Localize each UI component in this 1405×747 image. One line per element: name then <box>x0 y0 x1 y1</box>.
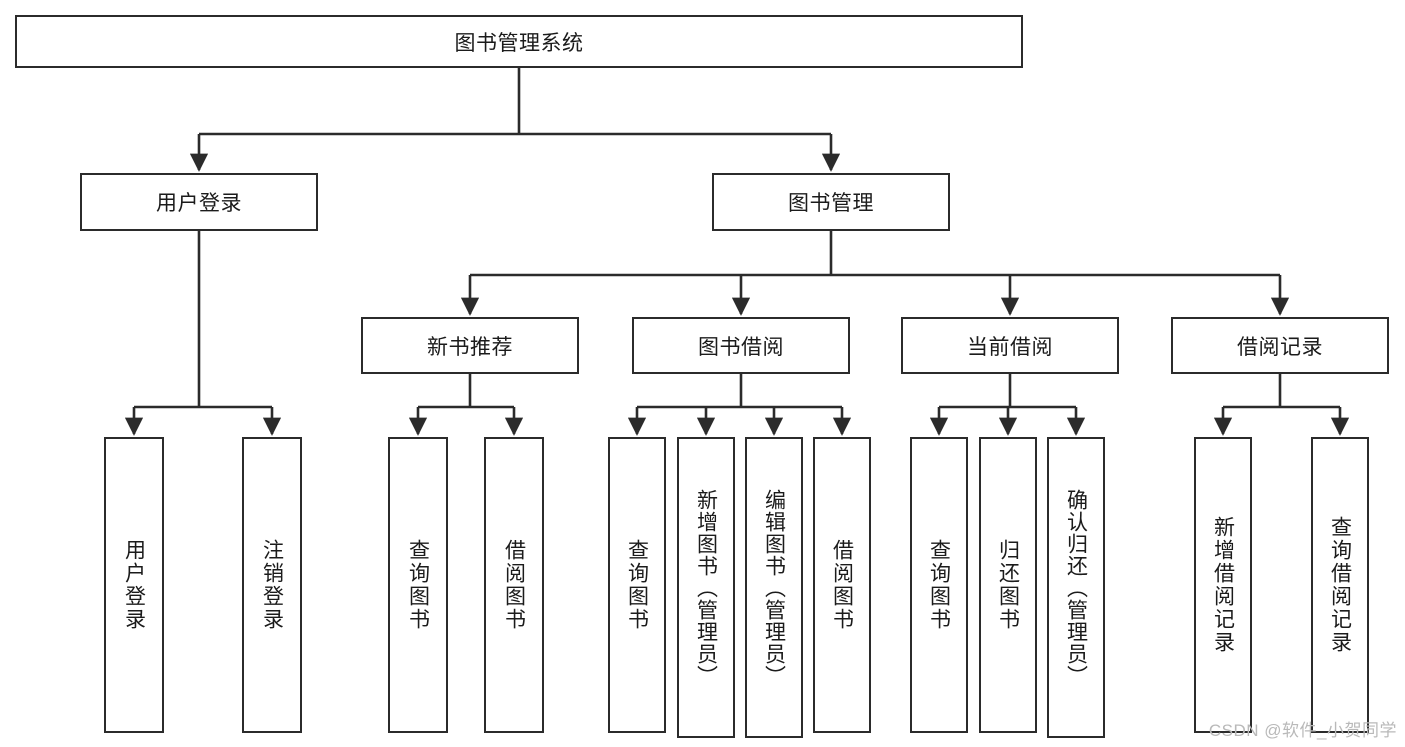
node-book-borrow[interactable]: 图书借阅 <box>632 317 850 374</box>
node-label: 借阅图书 <box>502 539 526 631</box>
node-label: 新增图书（管理员） <box>694 488 718 687</box>
node-label: 查询图书 <box>927 539 951 631</box>
node-label: 查询图书 <box>406 539 430 631</box>
node-label: 图书借阅 <box>698 335 784 359</box>
node-leaf-current-return[interactable]: 归还图书 <box>979 437 1037 733</box>
node-label: 查询借阅记录 <box>1328 516 1352 654</box>
node-label: 查询图书 <box>625 539 649 631</box>
node-label: 新增借阅记录 <box>1211 516 1235 654</box>
node-label: 当前借阅 <box>967 335 1053 359</box>
node-leaf-rec-borrow[interactable]: 借阅图书 <box>484 437 544 733</box>
node-label: 借阅图书 <box>830 539 854 631</box>
node-current-borrow[interactable]: 当前借阅 <box>901 317 1119 374</box>
node-leaf-record-add[interactable]: 新增借阅记录 <box>1194 437 1252 733</box>
node-label: 借阅记录 <box>1237 335 1323 359</box>
node-label: 归还图书 <box>996 539 1020 631</box>
node-root[interactable]: 图书管理系统 <box>15 15 1023 68</box>
node-leaf-user-login[interactable]: 用户登录 <box>104 437 164 733</box>
node-leaf-rec-query[interactable]: 查询图书 <box>388 437 448 733</box>
node-leaf-record-query[interactable]: 查询借阅记录 <box>1311 437 1369 733</box>
node-leaf-borrow-borrow[interactable]: 借阅图书 <box>813 437 871 733</box>
node-label: 新书推荐 <box>427 335 513 359</box>
node-label: 确认归还（管理员） <box>1064 488 1088 687</box>
node-borrow-record[interactable]: 借阅记录 <box>1171 317 1389 374</box>
node-user-login[interactable]: 用户登录 <box>80 173 318 231</box>
node-new-book-rec[interactable]: 新书推荐 <box>361 317 579 374</box>
node-leaf-current-confirm[interactable]: 确认归还（管理员） <box>1047 437 1105 738</box>
node-label: 用户登录 <box>156 192 242 215</box>
node-label: 图书管理 <box>788 192 874 215</box>
node-leaf-borrow-edit[interactable]: 编辑图书（管理员） <box>745 437 803 738</box>
node-label: 编辑图书（管理员） <box>762 488 786 687</box>
node-label: 注销登录 <box>260 539 284 631</box>
node-label: 图书管理系统 <box>454 31 584 55</box>
node-book-manage[interactable]: 图书管理 <box>712 173 950 231</box>
node-leaf-current-query[interactable]: 查询图书 <box>910 437 968 733</box>
node-label: 用户登录 <box>122 539 146 631</box>
node-leaf-borrow-add[interactable]: 新增图书（管理员） <box>677 437 735 738</box>
node-leaf-user-logout[interactable]: 注销登录 <box>242 437 302 733</box>
node-leaf-borrow-query[interactable]: 查询图书 <box>608 437 666 733</box>
